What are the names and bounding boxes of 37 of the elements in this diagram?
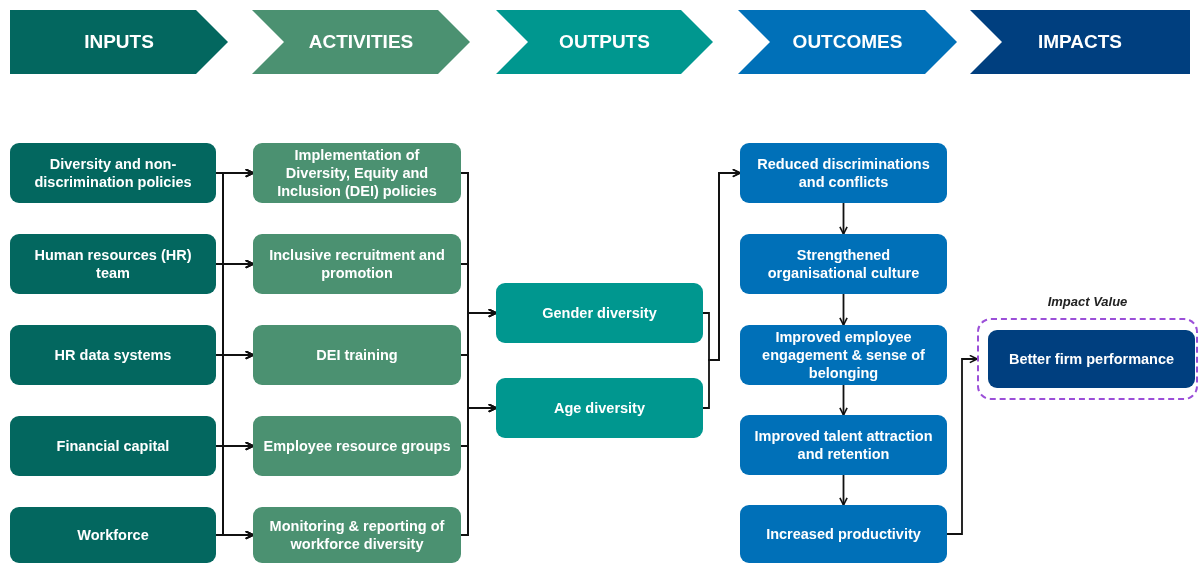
stage-header [252,10,470,74]
stage-label: ACTIVITIES [308,31,414,53]
process-box: Better firm performance [988,330,1195,388]
connector-arrow [839,293,848,326]
process-box: Strengthened organisational culture [740,234,947,294]
process-box: Reduced discriminations and conflicts [740,143,947,203]
process-box: Gender diversity [496,283,703,343]
process-box: Improved employee engagement & sense of belonging [740,325,947,385]
process-box: Monitoring & reporting of workforce diversity [253,507,461,563]
process-box: HR data systems [10,325,216,385]
process-box: Human resources (HR) team [10,234,216,294]
process-box: Implementation of Diversity, Equity and Inclusion (DEI) policies [253,143,461,203]
process-box: Diversity and non-discrimination policies [10,143,216,203]
process-box: Inclusive recruitment and promotion [253,234,461,294]
connector-arrow [460,403,497,536]
stage-label: OUTPUTS [559,31,650,53]
connector-arrow [839,384,848,416]
connector-arrow [946,354,978,535]
process-box: Financial capital [10,416,216,476]
connector-arrow [839,202,848,235]
process-box: Improved talent attraction and retention [740,415,947,475]
stage-header [738,10,957,74]
connector-arrow [702,168,741,409]
process-box: Workforce [10,507,216,563]
stage-header [10,10,228,74]
process-box: Age diversity [496,378,703,438]
process-box: Employee resource groups [253,416,461,476]
stage-header [496,10,713,74]
stage-label: IMPACTS [1037,31,1123,53]
connector-arrow [215,530,254,540]
stage-label: INPUTS [84,31,154,53]
connector-arrow [839,474,848,506]
group-heading: Impact Value [1046,294,1129,309]
process-box: Increased productivity [740,505,947,563]
stage-label: OUTCOMES [792,31,903,53]
stage-header [970,10,1190,74]
process-box: DEI training [253,325,461,385]
